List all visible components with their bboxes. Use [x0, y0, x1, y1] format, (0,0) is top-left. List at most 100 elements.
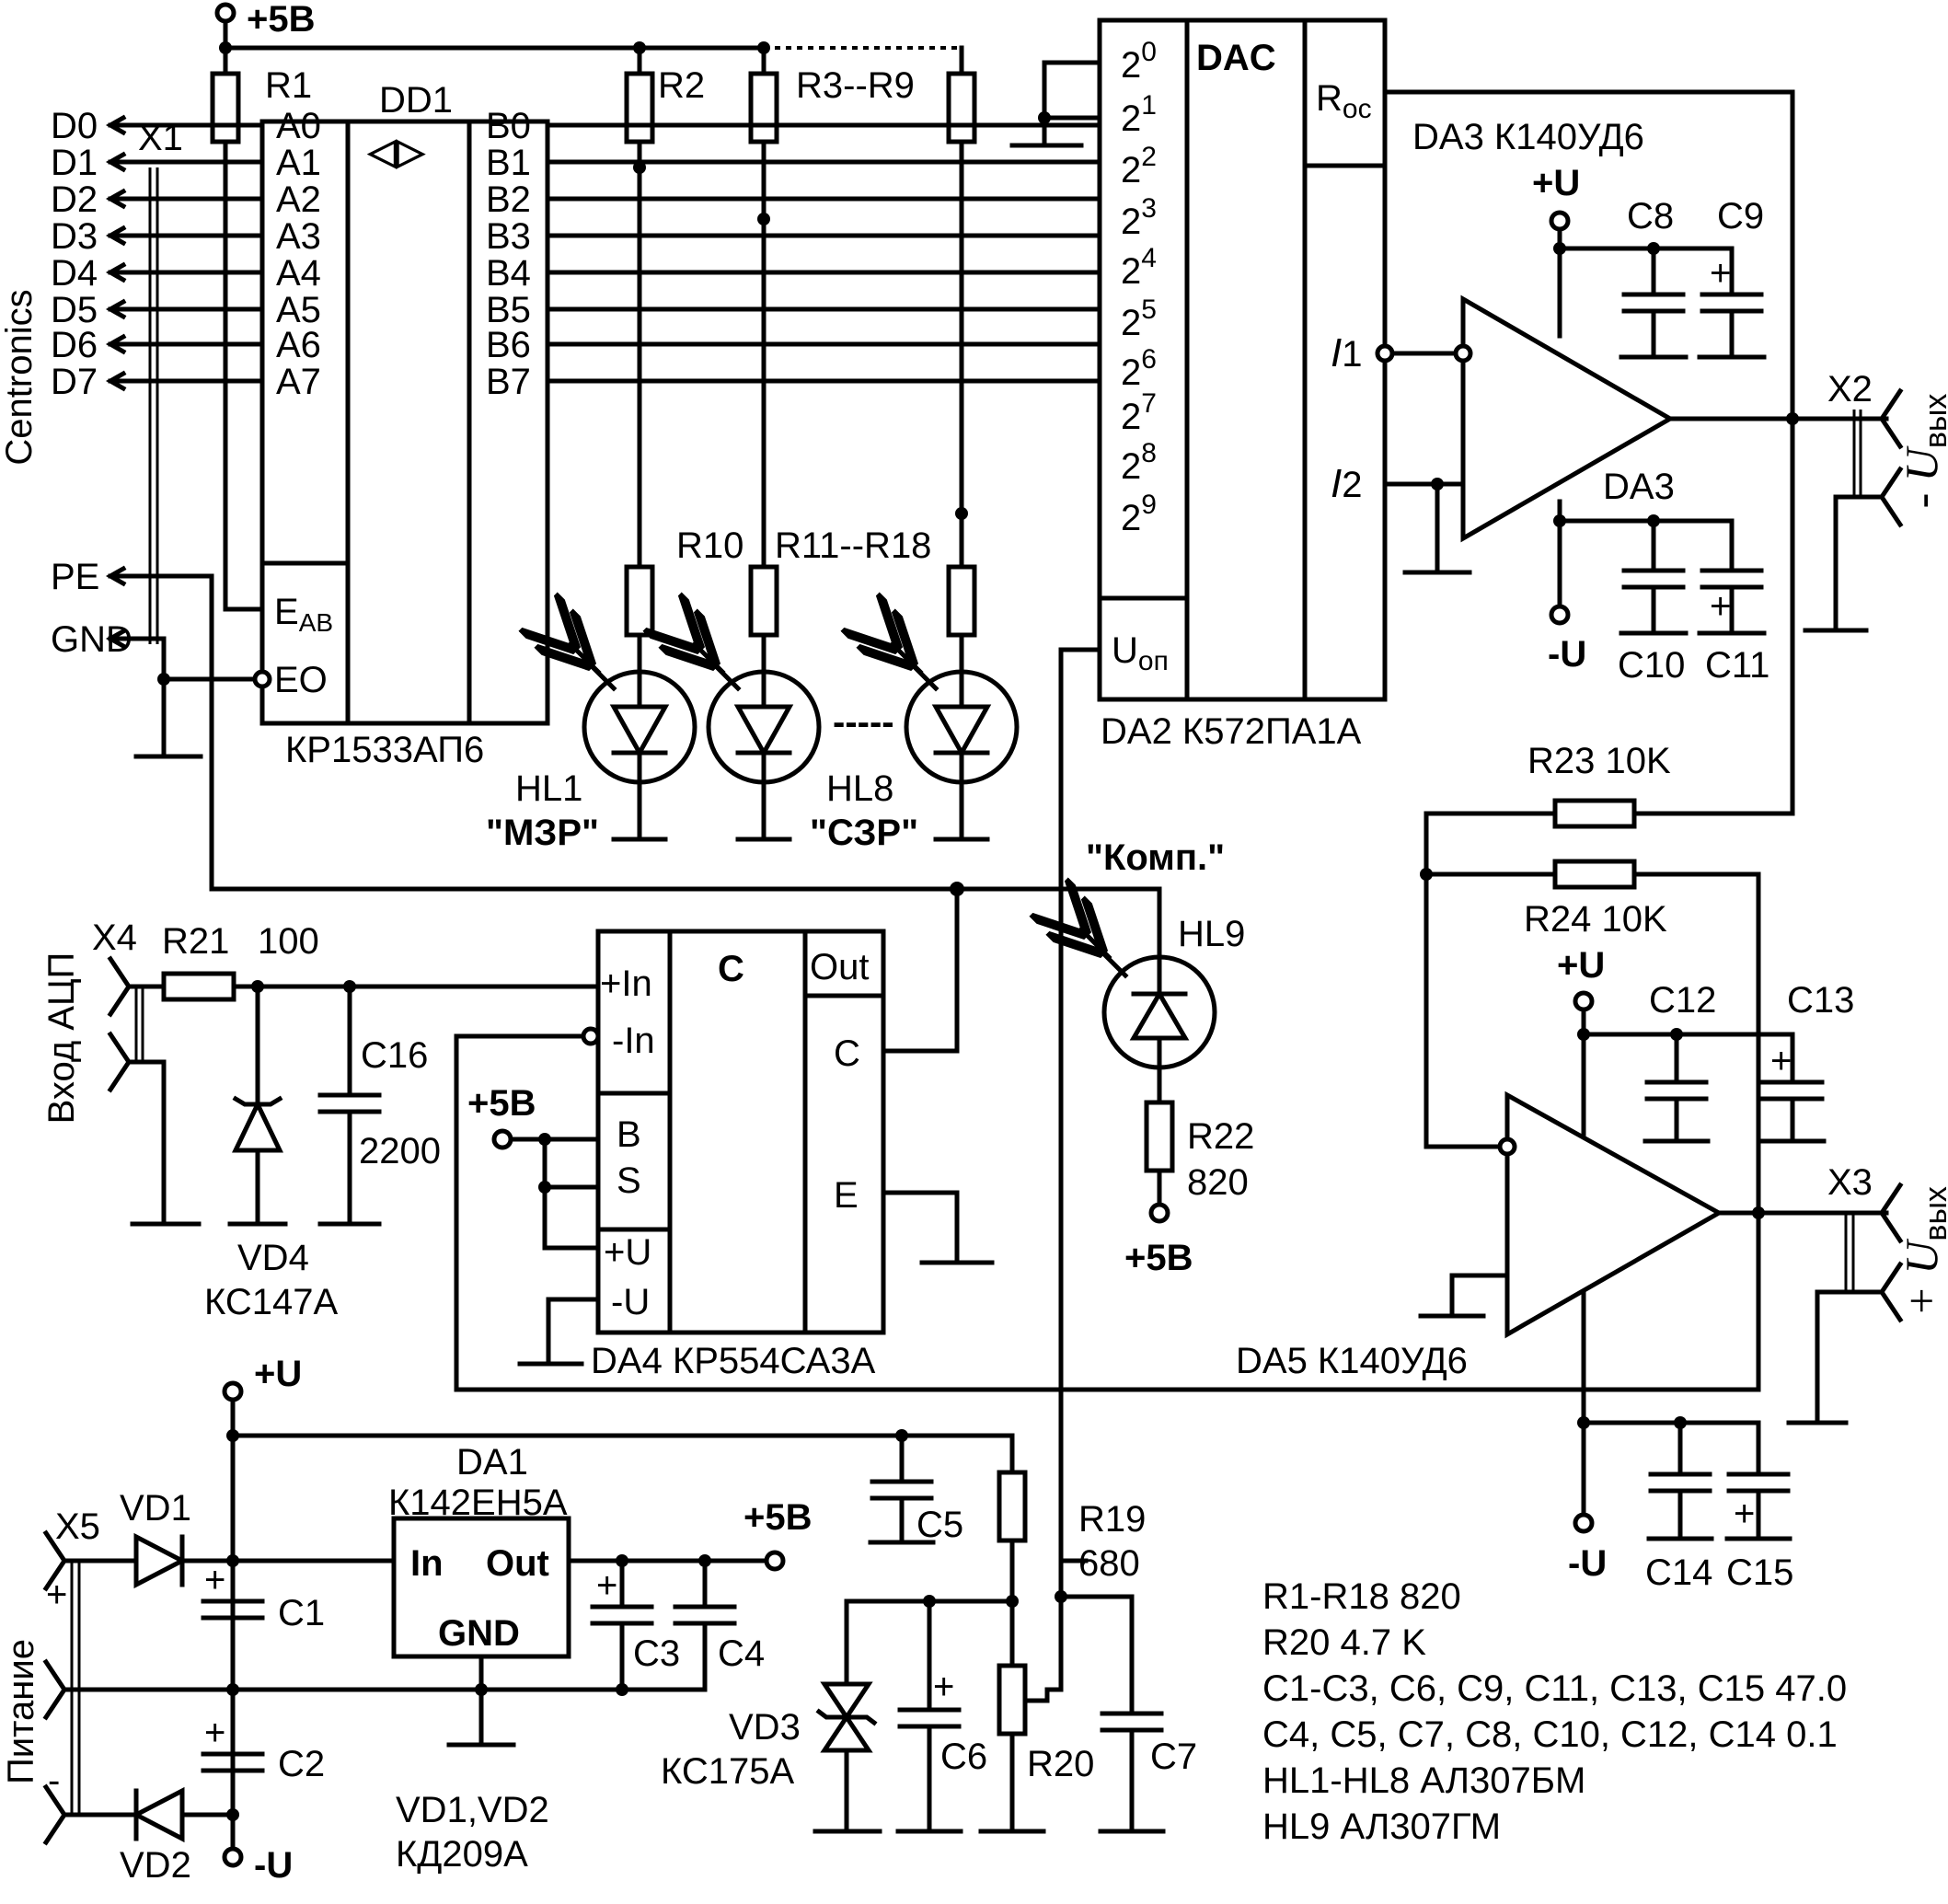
capacitor-c8: C8: [1619, 196, 1689, 360]
da3-pu: +U: [1532, 163, 1580, 203]
hl9-5v: +5В: [1124, 1238, 1193, 1278]
dac-bit-label: 24: [1121, 243, 1157, 292]
connector-x3: X3 + Uвых: [1786, 1162, 1948, 1425]
led-ray: [908, 661, 939, 692]
c9-plus: +: [1710, 253, 1731, 294]
vd1-label: VD1: [120, 1488, 191, 1529]
da4-part: DA4 КР554СА3А: [591, 1341, 876, 1381]
resistor-r2: R2: [624, 45, 705, 170]
da1-5v: +5В: [743, 1497, 813, 1538]
c1-label: C1: [278, 1593, 325, 1633]
c2-plus: +: [204, 1713, 225, 1753]
r21-value: 100: [258, 921, 319, 962]
dac-i1: I1: [1331, 330, 1362, 375]
da4-c: C: [834, 1033, 860, 1074]
adc-in-label: Вход АЦП: [41, 952, 82, 1125]
c11-label: C11: [1705, 645, 1769, 686]
led-ray: [586, 661, 617, 692]
da3-mu: -U: [1548, 634, 1586, 675]
dd1-eab: EAB: [274, 592, 333, 637]
vd3-part: КС175А: [661, 1751, 794, 1792]
resistor-r3: R3--R9: [748, 45, 915, 222]
c5-label: C5: [916, 1505, 963, 1545]
da3-label-mid: DA3: [1603, 467, 1675, 507]
r21-label: R21: [162, 921, 229, 962]
c11-plus: +: [1710, 586, 1731, 627]
component-notes: R1-R18 820 R20 4.7 K C1-C3, C6, C9, C11,…: [1262, 1576, 1847, 1847]
da1-out: Out: [486, 1543, 549, 1584]
dd1-b-pin: B0: [486, 106, 531, 146]
x1-arrow: [105, 370, 127, 392]
chip-dac: DAC Roc Uоп DA2 К572ПА1А 202122232425262…: [1009, 17, 1795, 1564]
da4-pin-nin: -In: [612, 1021, 655, 1061]
da4-out: Out: [810, 947, 869, 987]
power-supply: +U -U X5 Питание + - VD1 VD2 + C1 + C2 I…: [1, 1354, 1197, 1886]
vd12-part: КД209А: [396, 1834, 528, 1875]
x1-pin-label: D2: [51, 179, 98, 220]
da4-pin-pin: +In: [600, 964, 652, 1004]
dac-bit-label: 27: [1121, 388, 1157, 437]
pe-wire: [108, 573, 960, 892]
da4-pin-mu: -U: [611, 1282, 650, 1322]
x5-plus: +: [46, 1575, 67, 1615]
note-line: HL1-HL8 АЛ307БМ: [1262, 1760, 1585, 1801]
da5-pu: +U: [1557, 945, 1605, 986]
x5-label: X5: [55, 1506, 100, 1547]
c13-plus: +: [1770, 1041, 1792, 1081]
c15-plus: +: [1734, 1494, 1755, 1534]
vd3-label: VD3: [729, 1707, 801, 1748]
hl1-label: HL1: [515, 768, 582, 809]
dd1-symbol: ◁▷: [366, 132, 427, 172]
da1-label: DA1: [456, 1442, 528, 1483]
x1-arrow: [105, 114, 127, 136]
x1-arrow: [105, 298, 127, 320]
capacitor-c11: + C11: [1697, 518, 1769, 686]
dd1-b-pin: B4: [486, 253, 531, 294]
c6-plus: +: [933, 1667, 954, 1707]
top-5v-rail: +5В: [214, 0, 964, 76]
vd4-label: VD4: [237, 1238, 309, 1278]
r22-label: R22: [1187, 1116, 1254, 1157]
x2-out-label: - Uвых: [1896, 394, 1948, 509]
c12-label: C12: [1649, 980, 1716, 1021]
dd1-a-pin: A5: [276, 290, 321, 330]
ps-mu: -U: [254, 1845, 293, 1886]
capacitor-c12: C12: [1643, 980, 1716, 1144]
c4-label: C4: [718, 1633, 765, 1674]
led-row: [571, 165, 1020, 842]
x1-pin-label: D7: [51, 362, 98, 402]
dac-bit-label: 22: [1121, 142, 1157, 190]
dd1-b-pin: B6: [486, 325, 531, 365]
chip-da4: C Out C E +In -In B S +U -U DA4 КР554СА3…: [135, 886, 1761, 1392]
da3-label-top: DA3 К140УД6: [1412, 117, 1644, 157]
comp-label: "Комп.": [1086, 837, 1225, 878]
r23-label: R23 10K: [1527, 741, 1671, 781]
vd4-part: КС147А: [204, 1282, 338, 1322]
capacitor-c13: + C13: [1758, 980, 1854, 1144]
c9-label: C9: [1717, 196, 1764, 237]
x1-arrow: [105, 151, 127, 173]
da5-mu: -U: [1568, 1543, 1607, 1584]
x1-pin-label: D1: [51, 143, 98, 183]
c16-value: 2200: [359, 1131, 441, 1171]
c10-label: C10: [1618, 645, 1685, 686]
note-line: R20 4.7 K: [1262, 1622, 1426, 1663]
c14-label: C14: [1645, 1552, 1712, 1593]
dac-bit-label: 25: [1121, 294, 1157, 343]
c13-label: C13: [1787, 980, 1854, 1021]
data-bus: [545, 122, 1102, 520]
da4-pin-b: B: [617, 1114, 641, 1155]
led-ray: [710, 661, 742, 692]
opamp-da3: DA3 К140УД6 DA3 +U -U: [1382, 117, 1889, 675]
dd1-b-pin: B7: [486, 362, 531, 402]
msr-label: "МЗР": [486, 813, 599, 853]
x1-arrow: [105, 261, 127, 283]
da4-pin-s: S: [617, 1160, 641, 1201]
c7-label: C7: [1150, 1737, 1197, 1777]
c3-label: C3: [633, 1633, 680, 1674]
da4-title: C: [718, 949, 744, 989]
led-resistor: [946, 564, 977, 638]
c8-label: C8: [1627, 196, 1674, 237]
dd1-b-pin: B3: [486, 216, 531, 257]
dd1-a-pin: A0: [276, 106, 321, 146]
